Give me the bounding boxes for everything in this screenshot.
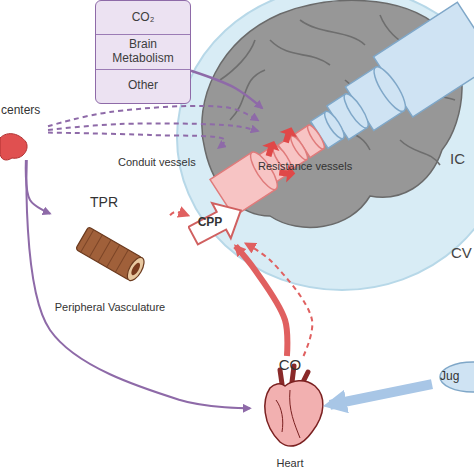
- pressure-arrow: CPP: [188, 200, 246, 246]
- vessel-chain: [202, 2, 474, 228]
- connector-arrow: [27, 160, 250, 408]
- artery-segments: [210, 116, 331, 216]
- vasomotor-center: [0, 134, 27, 160]
- connector-arrow: [48, 133, 225, 148]
- control-center: centers: [0, 104, 48, 160]
- jugular-oval: Jug: [432, 360, 474, 394]
- peripheral-group: TPR Peripheral Vasculature: [50, 194, 170, 314]
- heart-group: CO Heart: [250, 356, 330, 470]
- node-text: Jug: [432, 370, 459, 384]
- node-text: Heart: [277, 457, 304, 470]
- connector-arrow: [48, 106, 258, 126]
- heart-illustration: [265, 366, 323, 446]
- node-text: CO: [279, 356, 302, 373]
- peripheral-vessel: [76, 227, 148, 284]
- oval-outline: [440, 362, 474, 392]
- region-label: CV: [451, 244, 472, 261]
- vessel-group: Conduit vessels: [118, 148, 268, 210]
- node-text: CO₂: [96, 1, 190, 35]
- node-text: TPR: [50, 194, 118, 210]
- oval-shape: [432, 360, 474, 394]
- arrow-outline: [188, 200, 246, 246]
- node-text: Other: [96, 70, 190, 103]
- connector-arrow: [330, 384, 432, 405]
- dilation-arrows: [253, 118, 322, 190]
- connector-arrow: [26, 160, 50, 214]
- node-text: centers: [0, 104, 40, 118]
- node-text: Brain Metabolism: [96, 35, 190, 69]
- connector-arrow: [246, 244, 312, 356]
- node-text: Resistance vessels: [258, 160, 352, 176]
- region-label: IC: [450, 150, 465, 167]
- vein-segments: [300, 2, 474, 165]
- arrow-shape: [188, 200, 246, 246]
- connector-arrow: [191, 71, 262, 108]
- connector-arrow: [170, 212, 188, 215]
- vessel-group: Resistance vessels: [258, 108, 358, 176]
- factor-box: CO₂Brain MetabolismOther: [95, 0, 191, 104]
- connector-arrow: [48, 123, 258, 131]
- node-text: Peripheral Vasculature: [55, 301, 165, 314]
- node-text: CPP: [198, 216, 223, 230]
- connector-arrow: [236, 246, 288, 356]
- node-text: Conduit vessels: [118, 148, 196, 169]
